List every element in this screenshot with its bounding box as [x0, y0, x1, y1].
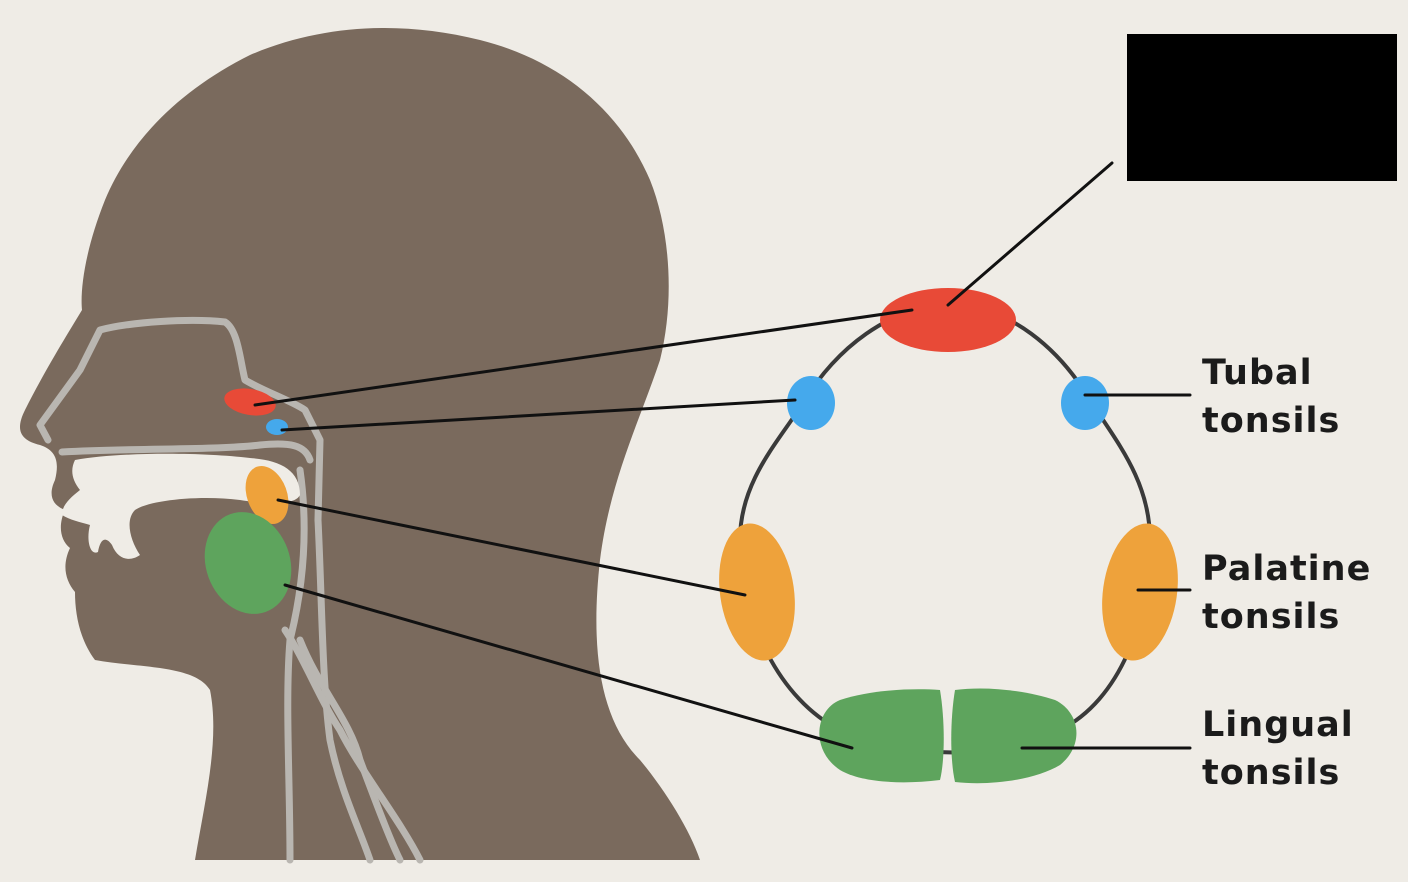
lingual-label-line1: Lingual: [1202, 705, 1354, 745]
ring-pharyngeal-tonsil: [880, 288, 1016, 352]
leader-palatine-head: [276, 498, 747, 597]
leader-lingual-head: [283, 583, 854, 750]
leader-pharyngeal-head: [253, 308, 914, 407]
palatine-tonsils-label: Palatine tonsils: [1202, 545, 1371, 641]
airway-outline: [36, 316, 424, 864]
tubal-label-line2: tonsils: [1202, 401, 1341, 441]
ring-lingual-tonsil-right: [951, 688, 1077, 784]
oral-cavity: [62, 453, 300, 559]
leader-pharyngeal-box: [946, 161, 1114, 307]
ring-lingual-tonsil-left: [819, 689, 944, 783]
leader-lines: [253, 161, 1192, 750]
ring-palatine-tonsil-right: [1102, 523, 1178, 661]
redaction-box: [1127, 34, 1397, 181]
ring-tubal-tonsil-left: [787, 376, 835, 430]
palatine-label-line1: Palatine: [1202, 549, 1372, 589]
tonsil-ring: [737, 302, 1153, 755]
lingual-tonsils-label: Lingual tonsils: [1202, 701, 1354, 797]
ring-palatine-tonsil-left: [719, 523, 795, 661]
lingual-label-line2: tonsils: [1202, 753, 1341, 793]
head-silhouette: [20, 28, 700, 860]
head-tubal-tonsil: [266, 419, 288, 435]
tubal-label-line1: Tubal: [1202, 353, 1313, 393]
ring-tubal-tonsil-right: [1061, 376, 1109, 430]
palatine-label-line2: tonsils: [1202, 597, 1341, 637]
head-lingual-tonsil: [204, 512, 292, 614]
leader-tubal-head: [280, 398, 797, 432]
head-pharyngeal-tonsil: [224, 388, 276, 416]
tubal-tonsils-label: Tubal tonsils: [1202, 349, 1340, 445]
head-palatine-tonsil: [245, 465, 289, 525]
